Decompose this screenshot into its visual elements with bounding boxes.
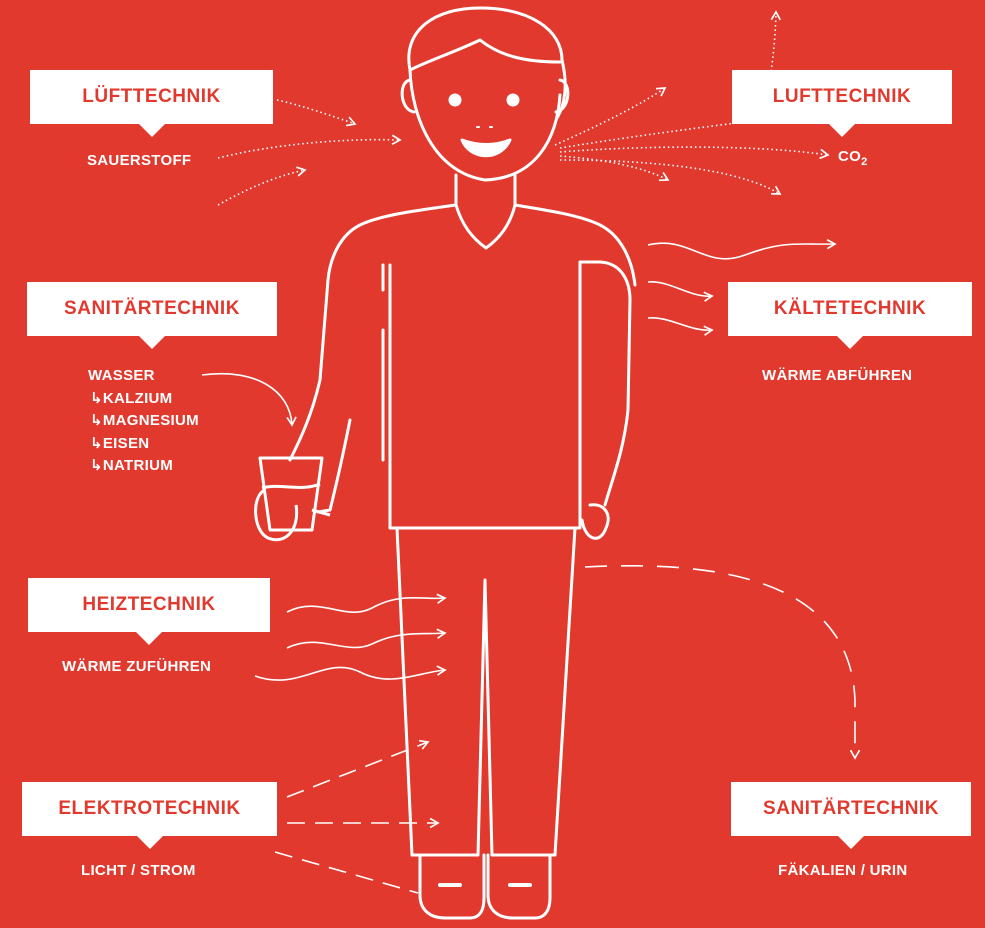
arrow-icon	[560, 160, 780, 194]
arrow-icon	[560, 147, 828, 155]
shoulders	[290, 205, 635, 460]
eye-left	[450, 95, 460, 105]
eye-right	[508, 95, 518, 105]
wave-arrow-icon	[648, 318, 712, 330]
mineral-label: MAGNESIUM	[103, 412, 199, 429]
arrow-icon	[277, 100, 355, 124]
wave-arrow-icon	[287, 633, 445, 648]
label-co2-main: CO	[838, 148, 861, 165]
mineral-arrow-icon: ↳	[90, 412, 103, 429]
hand-right	[582, 505, 608, 539]
wave-arrow-icon	[255, 667, 445, 680]
label-co2: CO2	[838, 148, 868, 165]
mineral-item: ↳KALZIUM	[90, 389, 172, 407]
label-light-power: LICHT / STROM	[81, 862, 196, 879]
label-water: WASSER	[88, 367, 155, 384]
mineral-item: ↳EISEN	[90, 434, 149, 452]
wave-arrow-icon	[648, 282, 712, 296]
torso	[390, 262, 630, 528]
flow-arrows	[202, 12, 855, 893]
head	[410, 70, 560, 180]
arrow-icon	[218, 140, 400, 158]
label-heat-out: WÄRME ABFÜHREN	[762, 367, 912, 384]
label-waste: FÄKALIEN / URIN	[778, 862, 908, 879]
mineral-label: NATRIUM	[103, 457, 173, 474]
mineral-label: EISEN	[103, 435, 150, 452]
arrow-icon	[202, 374, 292, 425]
mouth	[462, 140, 510, 156]
box-electrical: ELEKTROTECHNIK	[22, 782, 277, 836]
box-sanitary-out: SANITÄRTECHNIK	[731, 782, 971, 836]
label-heat-in: WÄRME ZUFÜHREN	[62, 658, 211, 675]
box-cooling: KÄLTETECHNIK	[728, 282, 972, 336]
water-glass-icon	[256, 458, 330, 540]
dashed-arrow-icon	[275, 852, 418, 893]
box-sanitary-in: SANITÄRTECHNIK	[27, 282, 277, 336]
label-co2-sub: 2	[861, 156, 867, 168]
wave-arrow-icon	[287, 598, 445, 612]
dashed-arrow-icon	[585, 566, 855, 758]
mineral-arrow-icon: ↳	[90, 457, 103, 474]
box-heating: HEIZTECHNIK	[28, 578, 270, 632]
legs	[397, 528, 575, 855]
box-air-out: LUFTTECHNIK	[732, 70, 952, 124]
hair	[409, 8, 565, 118]
mineral-arrow-icon: ↳	[90, 435, 103, 452]
mineral-arrow-icon: ↳	[90, 390, 103, 407]
label-oxygen: SAUERSTOFF	[87, 152, 191, 169]
arrow-icon	[560, 156, 668, 180]
arrow-icon	[555, 88, 665, 145]
mineral-item: ↳NATRIUM	[90, 456, 173, 474]
wave-arrow-icon	[648, 243, 835, 259]
arrow-icon	[218, 170, 305, 205]
arm-left	[318, 420, 350, 512]
collar	[456, 205, 515, 248]
mineral-label: KALZIUM	[103, 390, 173, 407]
mineral-item: ↳MAGNESIUM	[90, 411, 199, 429]
box-air-in: LÜFTTECHNIK	[30, 70, 273, 124]
